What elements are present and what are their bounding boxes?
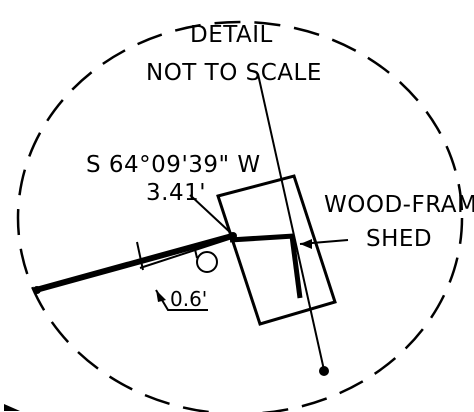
- offset-dimension-label: 0.6': [170, 287, 207, 311]
- detail-boundary-circle: [16, 20, 464, 412]
- boundary-line-end-dot: [33, 286, 41, 294]
- north-arrow-fragment: [4, 404, 20, 411]
- survey-point-circle: [196, 251, 218, 273]
- offset-leader-arrowhead: [156, 290, 166, 302]
- shed-leader-arrowhead: [300, 239, 312, 249]
- bearing-direction-label: S 64°09'39" W: [86, 152, 261, 178]
- boundary-line-vertical: [289, 235, 303, 299]
- property-line-end-dot: [319, 366, 329, 376]
- dimension-tick-left: [136, 241, 144, 271]
- property-line: [257, 73, 325, 371]
- offset-line: [139, 237, 233, 269]
- bearing-leader: [189, 194, 234, 236]
- not-to-scale-label: NOT TO SCALE: [146, 60, 322, 86]
- shed-label-line1: WOOD-FRAME: [324, 192, 474, 218]
- boundary-line-upper: [229, 233, 295, 243]
- boundary-line-thick: [33, 233, 235, 293]
- bearing-distance-label: 3.41': [146, 180, 206, 206]
- shed-label-line2: SHED: [366, 226, 432, 252]
- wood-frame-shed-outline: [216, 174, 337, 326]
- detail-title: DETAIL: [190, 22, 273, 48]
- dimension-tick-mid: [193, 244, 198, 259]
